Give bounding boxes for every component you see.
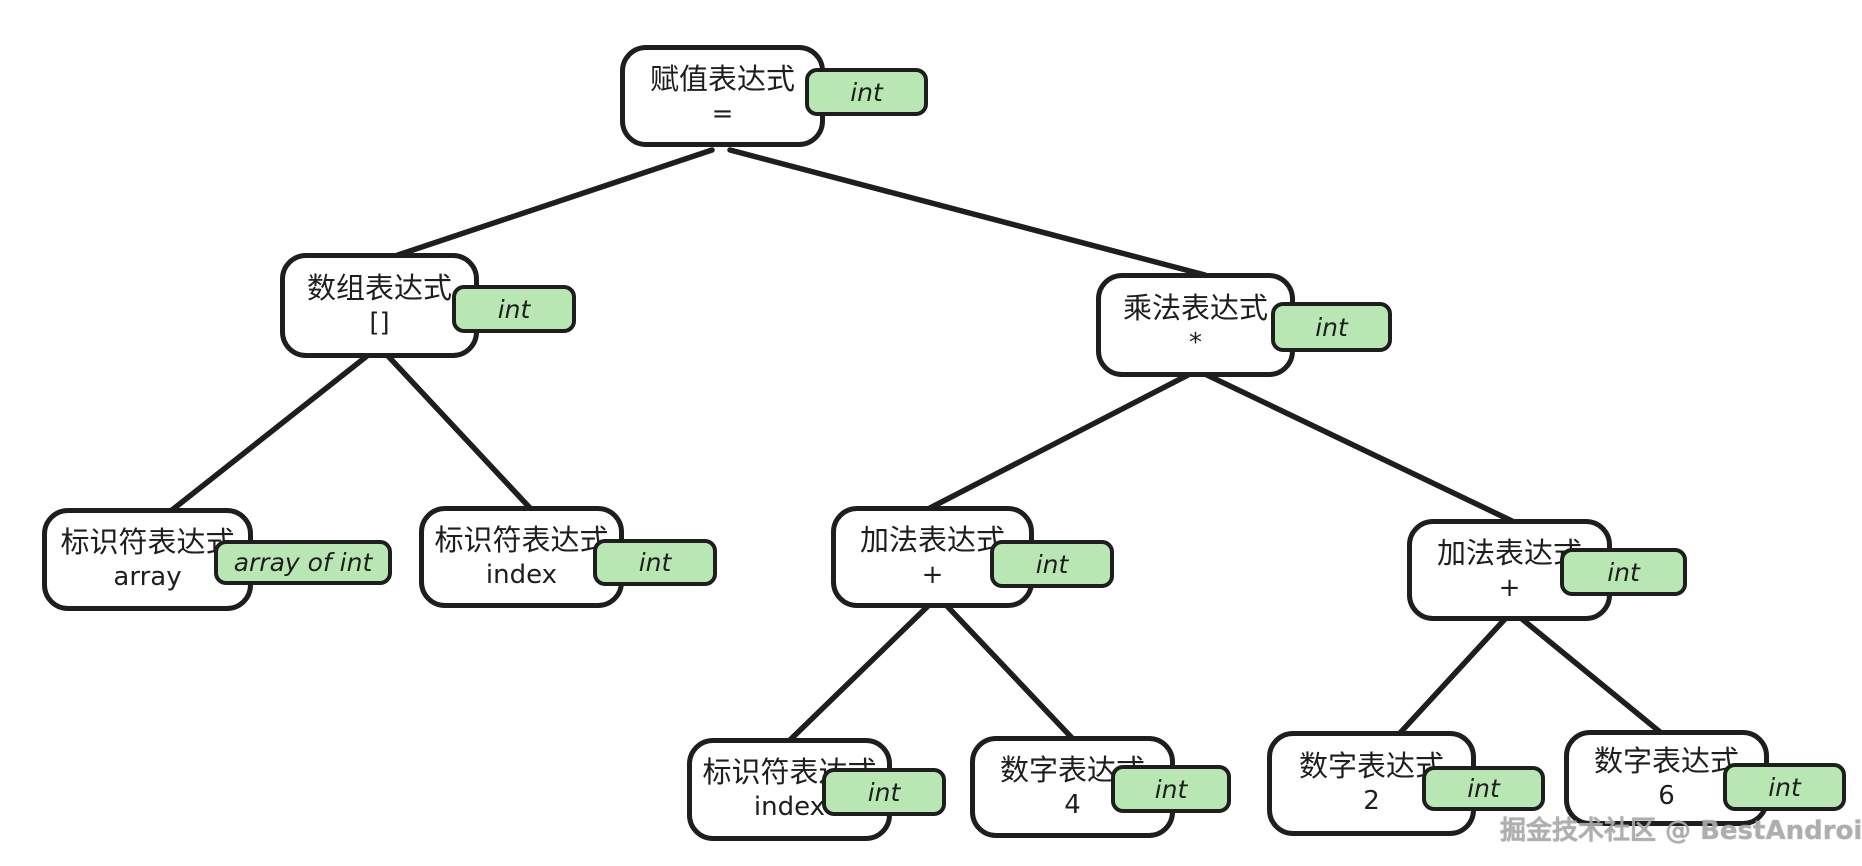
node-array-expression: 数组表达式 [] int xyxy=(280,253,576,358)
node-identifier-array: 标识符表达式 array array of int xyxy=(42,508,392,611)
node-number-6: 数字表达式 6 int xyxy=(1564,730,1846,826)
node-subtitle: index xyxy=(753,792,826,823)
type-badge: int xyxy=(1723,763,1846,811)
node-subtitle: = xyxy=(711,98,734,129)
node-identifier-index: 标识符表达式 index int xyxy=(419,506,717,608)
edge xyxy=(1519,616,1663,735)
type-badge: int xyxy=(1560,548,1687,596)
node-subtitle: * xyxy=(1189,327,1202,358)
node-subtitle: array xyxy=(113,562,182,593)
type-badge: int xyxy=(990,540,1114,588)
node-subtitle: 4 xyxy=(1064,789,1081,820)
type-badge: int xyxy=(593,539,717,586)
node-addition-expression-left: 加法表达式 + int xyxy=(831,506,1114,608)
watermark: 掘金技术社区 @ BestAndroid xyxy=(1500,816,1862,846)
edge xyxy=(787,603,931,743)
node-multiplication-expression: 乘法表达式 * int xyxy=(1096,273,1392,377)
node-assignment-expression: 赋值表达式 = int xyxy=(620,45,928,147)
node-title: 数字表达式 xyxy=(1298,749,1444,784)
node-subtitle: + xyxy=(1498,572,1521,603)
type-badge: int xyxy=(1271,302,1392,352)
node-subtitle: 2 xyxy=(1363,786,1380,817)
node-number-4: 数字表达式 4 int xyxy=(970,736,1231,838)
node-title: 标识符表达式 xyxy=(60,525,235,560)
type-badge: int xyxy=(805,68,928,116)
type-badge: int xyxy=(1422,766,1545,811)
node-number-2: 数字表达式 2 int xyxy=(1267,731,1545,836)
edge xyxy=(385,353,533,511)
edge xyxy=(169,353,370,513)
node-title: 数字表达式 xyxy=(1593,743,1739,778)
edge xyxy=(727,147,1208,278)
edge xyxy=(1204,372,1515,524)
node-identifier-index-2: 标识符表达式 index int xyxy=(687,738,946,841)
node-subtitle: [] xyxy=(369,308,390,339)
edge xyxy=(944,603,1075,741)
node-title: 乘法表达式 xyxy=(1122,290,1268,325)
type-badge: int xyxy=(822,768,946,816)
node-title: 加法表达式 xyxy=(1436,535,1582,570)
type-badge: int xyxy=(1111,765,1231,813)
type-badge: int xyxy=(452,285,576,333)
edge xyxy=(927,372,1191,511)
edge xyxy=(395,147,715,258)
type-badge: array of int xyxy=(214,540,392,585)
node-subtitle: index xyxy=(485,559,558,590)
node-title: 赋值表达式 xyxy=(649,61,795,96)
node-title: 标识符表达式 xyxy=(434,522,609,557)
node-subtitle: 6 xyxy=(1658,780,1675,811)
node-addition-expression-right: 加法表达式 + int xyxy=(1407,519,1687,621)
node-subtitle: + xyxy=(921,559,944,590)
node-title: 加法表达式 xyxy=(859,522,1005,557)
node-title: 数组表达式 xyxy=(306,271,452,306)
edge xyxy=(1397,616,1508,736)
